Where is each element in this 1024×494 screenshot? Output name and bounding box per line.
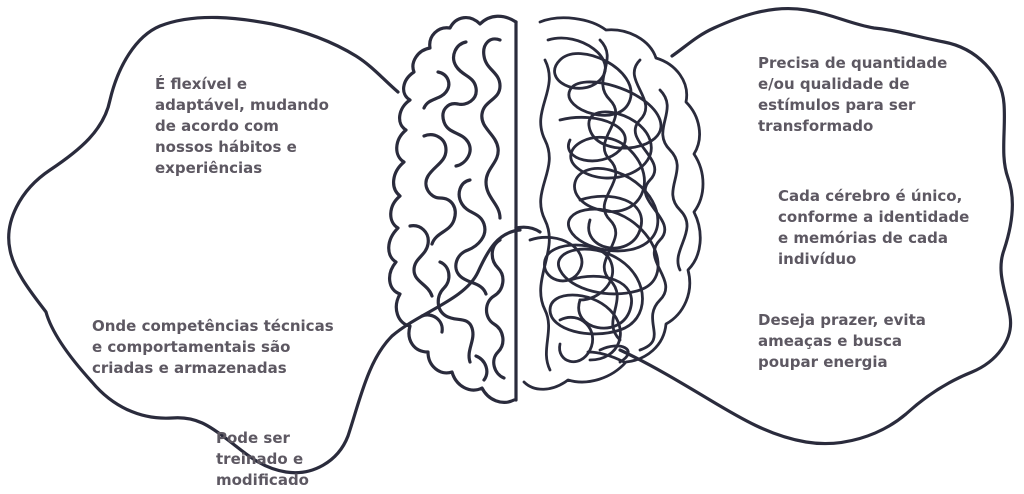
caption-seeks-pleasure: Deseja prazer, evita ameaças e busca pou… [758,311,926,371]
caption-trainable: Pode ser treinado e modificado [216,429,309,489]
right-hemisphere [522,16,705,391]
right-cloud-outline [618,7,1014,446]
left-hemisphere [387,14,542,404]
left-cloud-outline [7,15,522,475]
caption-unique-brain: Cada cérebro é único, conforme a identid… [778,187,970,268]
caption-flexible-adaptable: É flexível e adaptável, mudando de acord… [155,75,329,177]
caption-needs-stimuli: Precisa de quantidade e/ou qualidade de … [758,54,948,135]
caption-competencies-stored: Onde competências técnicas e comportamen… [92,317,334,377]
